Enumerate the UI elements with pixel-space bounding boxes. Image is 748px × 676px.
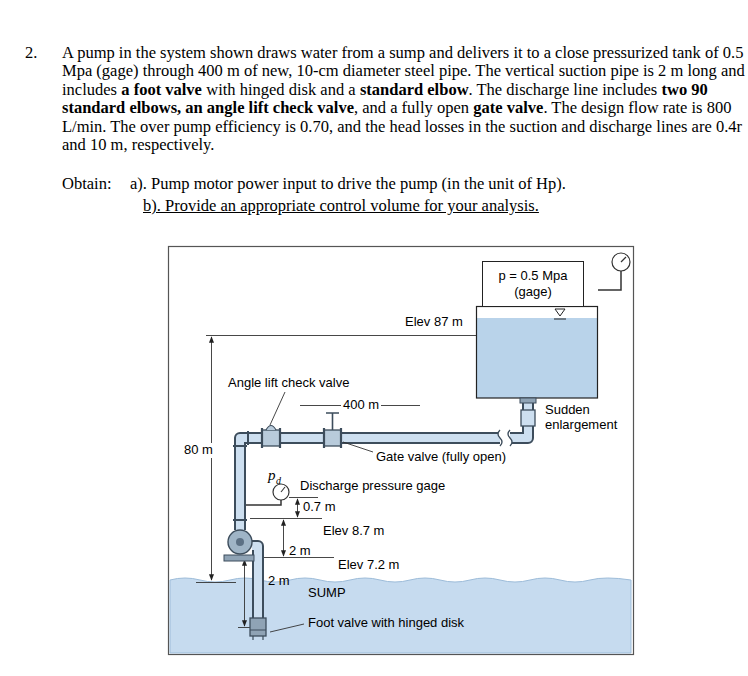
pressure-gauge bbox=[612, 253, 630, 271]
sudden-enlargement bbox=[521, 410, 535, 426]
tank-water bbox=[476, 318, 598, 398]
dimension-label: 80 m bbox=[182, 443, 215, 458]
dimension-line bbox=[289, 497, 318, 498]
problem-text: , and a fully open bbox=[354, 98, 469, 117]
node-text: p = 0.5 Mpa (gage) bbox=[491, 268, 575, 299]
elevation-line bbox=[196, 582, 236, 583]
dimension-line bbox=[244, 560, 245, 626]
dimension-label: 0.7 m bbox=[303, 500, 336, 515]
elevation-line bbox=[238, 627, 250, 628]
leader-line bbox=[270, 392, 285, 425]
elbow-flange bbox=[233, 431, 248, 520]
elevation-label: Elev 7.2 m bbox=[338, 558, 399, 573]
pipes bbox=[240, 399, 528, 618]
gauge-needle bbox=[281, 487, 285, 492]
gate-valve bbox=[324, 413, 341, 448]
water-level-mark bbox=[554, 309, 566, 319]
problem-number: 2. bbox=[25, 44, 37, 63]
problem-text: gate valve bbox=[473, 98, 543, 117]
dimension-line bbox=[297, 499, 298, 517]
pressure-symbol: p bbox=[268, 467, 276, 484]
task-item: a). Pump motor power input to drive the … bbox=[130, 175, 566, 194]
component-label: Gate valve (fully open) bbox=[376, 450, 506, 465]
foot-valve bbox=[250, 618, 266, 640]
task-heading: Obtain: bbox=[62, 175, 112, 194]
dimension-label: 2 m bbox=[289, 544, 311, 559]
problem-text: standard elbow bbox=[360, 80, 469, 99]
task-item: b). Provide an appropriate control volum… bbox=[143, 197, 539, 216]
dimension-line bbox=[211, 337, 212, 580]
pipe-break bbox=[498, 430, 512, 446]
elevation-line bbox=[250, 518, 322, 519]
check-valve bbox=[262, 426, 280, 449]
component-label: Foot valve with hinged disk bbox=[308, 616, 464, 631]
dimension-label: 2 m bbox=[268, 574, 290, 589]
leader-line bbox=[270, 624, 304, 632]
sump-label: SUMP bbox=[308, 586, 346, 601]
sump-water bbox=[170, 578, 631, 653]
leader-line bbox=[343, 442, 373, 452]
component-label: Angle lift check valve bbox=[228, 376, 349, 391]
pressure-subscript: d bbox=[276, 475, 281, 487]
gauge-line bbox=[598, 271, 621, 290]
dimension-line bbox=[283, 520, 284, 556]
figure-frame bbox=[169, 247, 634, 655]
component-label: Sudden enlargement bbox=[545, 403, 629, 433]
problem-text: . The discharge line includes bbox=[469, 80, 658, 99]
pump bbox=[224, 530, 254, 561]
discharge-gauge bbox=[273, 484, 289, 500]
problem-paragraph: A pump in the system shown draws water f… bbox=[62, 44, 746, 154]
problem-text: with hinged disk and a bbox=[206, 80, 355, 99]
pressure-label-box: p = 0.5 Mpa (gage) bbox=[482, 261, 584, 307]
elevation-label: Elev 87 m bbox=[405, 315, 463, 330]
component-label: Discharge pressure gage bbox=[300, 479, 445, 494]
tank bbox=[477, 307, 598, 399]
gauge-needle bbox=[621, 257, 626, 262]
elevation-label: Elev 8.7 m bbox=[323, 524, 384, 539]
problem-text: a foot valve bbox=[121, 80, 202, 99]
dimension-label: 400 m bbox=[341, 398, 381, 413]
gauge-line bbox=[246, 500, 281, 505]
elevation-line bbox=[206, 335, 476, 336]
tank-inlet-flange bbox=[520, 398, 536, 403]
